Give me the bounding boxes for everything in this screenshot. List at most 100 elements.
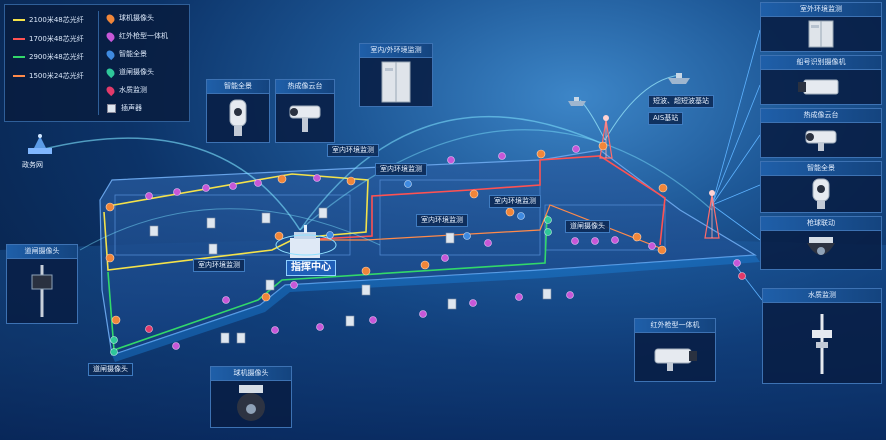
cabinet-icon <box>360 58 432 106</box>
line-swatch-red <box>13 37 25 40</box>
card-title: 智能全景 <box>761 162 881 176</box>
card-title: 热成像云台 <box>276 80 334 94</box>
panorama-camera-icon <box>207 94 269 142</box>
line-swatch-orange <box>13 74 25 77</box>
signal-arc-gov <box>39 137 301 231</box>
card-water-quality[interactable]: 水质监测 <box>762 288 882 384</box>
indoor-env-label[interactable]: 室内环境监测 <box>327 144 379 157</box>
map-pin-icon <box>105 141 746 356</box>
legend-item: 球机摄像头 <box>104 9 168 27</box>
legend-label: 插声器 <box>121 104 142 112</box>
signal-arc-ship2 <box>579 99 606 141</box>
box-camera-icon <box>761 70 881 104</box>
line-swatch-yellow <box>13 19 25 22</box>
zone-east <box>544 204 666 251</box>
legend-devices: 球机摄像头 红外枪型一体机 智能全景 道闸摄像头 水质监测 插声器 <box>104 9 168 117</box>
indoor-env-label[interactable]: 室内环境监测 <box>193 259 245 272</box>
command-center-label[interactable]: 指挥中心 <box>286 260 336 276</box>
radio-tower-icon <box>599 115 613 159</box>
bullet-camera-icon <box>635 333 715 381</box>
ais-station-label[interactable]: AIS基站 <box>648 112 684 125</box>
line-swatch-green <box>13 56 25 59</box>
card-title: 水质监测 <box>763 289 881 303</box>
card-ir-bullet[interactable]: 红外枪型一体机 <box>634 318 716 382</box>
legend-item: 智能全景 <box>104 45 168 63</box>
map-pin-icon <box>104 84 117 96</box>
card-title: 枪球联动 <box>761 217 881 231</box>
legend-label: 2100米48芯光纤 <box>29 16 84 25</box>
card-outdoor-env[interactable]: 室外环境监测 <box>760 2 882 52</box>
speaker-icons <box>149 207 552 344</box>
fiber-route-red <box>299 155 666 246</box>
map-pin-icon <box>104 12 117 24</box>
card-title: 室内/外环境监测 <box>360 44 432 58</box>
cabinet-icon <box>761 17 881 51</box>
card-thermal-top[interactable]: 热成像云台 <box>275 79 335 143</box>
card-thermal-right[interactable]: 热成像云台 <box>760 108 882 158</box>
indoor-env-label[interactable]: 室内环境监测 <box>489 195 541 208</box>
signal-arc-dock <box>79 208 381 251</box>
card-title: 热成像云台 <box>761 109 881 123</box>
dome-camera-icon <box>211 381 291 427</box>
card-gate-camera-left[interactable]: 道闸摄像头 <box>6 244 78 324</box>
legend-divider <box>98 11 99 115</box>
card-dome-linkage[interactable]: 枪球联动 <box>760 216 882 270</box>
card-title: 球机摄像头 <box>211 367 291 381</box>
legend: 2100米48芯光纤 1700米48芯光纤 2900米48芯光纤 1500米24… <box>4 4 190 122</box>
legend-item: 插声器 <box>107 99 168 117</box>
indoor-env-label[interactable]: 室内环境监测 <box>416 214 468 227</box>
speaker-icon <box>107 103 116 113</box>
legend-item: 水质监测 <box>104 81 168 99</box>
thermal-camera-icon <box>761 123 881 157</box>
legend-item: 1500米24芯光纤 <box>13 67 84 86</box>
command-center-building <box>275 225 337 258</box>
card-connectors <box>711 29 763 301</box>
card-panorama-right[interactable]: 智能全景 <box>760 161 882 213</box>
card-plate-camera[interactable]: 船号识别摄像机 <box>760 55 882 105</box>
legend-item: 红外枪型一体机 <box>104 27 168 45</box>
gate-camera-icon <box>7 259 77 323</box>
panorama-camera-icon <box>761 176 881 212</box>
water-sensor-icon <box>763 303 881 383</box>
dome-camera-icon <box>761 231 881 269</box>
thermal-camera-icon <box>276 94 334 142</box>
gate-camera-label[interactable]: 道闸摄像头 <box>88 363 133 376</box>
shortwave-station-label[interactable]: 短波、超短波基站 <box>648 95 714 108</box>
card-title: 道闸摄像头 <box>7 245 77 259</box>
card-title: 船号识别摄像机 <box>761 56 881 70</box>
legend-item: 道闸摄像头 <box>104 63 168 81</box>
radio-tower-icon <box>704 190 720 239</box>
antenna-icon <box>28 134 52 154</box>
map-pin-icon <box>104 48 117 60</box>
card-in-out-env[interactable]: 室内/外环境监测 <box>359 43 433 107</box>
ship-icon <box>668 73 690 84</box>
card-title: 室外环境监测 <box>761 3 881 17</box>
ship-icon <box>568 97 586 106</box>
legend-label: 1500米24芯光纤 <box>29 71 84 80</box>
zone-center <box>379 179 541 256</box>
map-pin-icon <box>104 30 117 42</box>
card-dome-camera-bottom[interactable]: 球机摄像头 <box>210 366 292 428</box>
legend-fiber-lines: 2100米48芯光纤 1700米48芯光纤 2900米48芯光纤 1500米24… <box>13 11 84 85</box>
signal-arc-tower2 <box>299 129 713 231</box>
map-pin-icon <box>104 66 117 78</box>
legend-label: 红外枪型一体机 <box>119 32 168 40</box>
legend-label: 2900米48芯光纤 <box>29 53 84 62</box>
legend-item: 1700米48芯光纤 <box>13 30 84 49</box>
signal-arc-ship1 <box>604 74 681 141</box>
legend-label: 道闸摄像头 <box>119 68 154 76</box>
gov-network-label: 政务网 <box>22 161 43 169</box>
signal-arc-tower1 <box>299 115 606 231</box>
legend-label: 1700米48芯光纤 <box>29 34 84 43</box>
card-title: 智能全景 <box>207 80 269 94</box>
card-panorama-top[interactable]: 智能全景 <box>206 79 270 143</box>
legend-label: 水质监测 <box>119 86 147 94</box>
fiber-route-orange <box>296 204 661 249</box>
gate-camera-label[interactable]: 道闸摄像头 <box>565 220 610 233</box>
indoor-env-label[interactable]: 室内环境监测 <box>375 163 427 176</box>
card-title: 红外枪型一体机 <box>635 319 715 333</box>
legend-item: 2900米48芯光纤 <box>13 48 84 67</box>
legend-label: 智能全景 <box>119 50 147 58</box>
water-channel <box>112 255 760 362</box>
